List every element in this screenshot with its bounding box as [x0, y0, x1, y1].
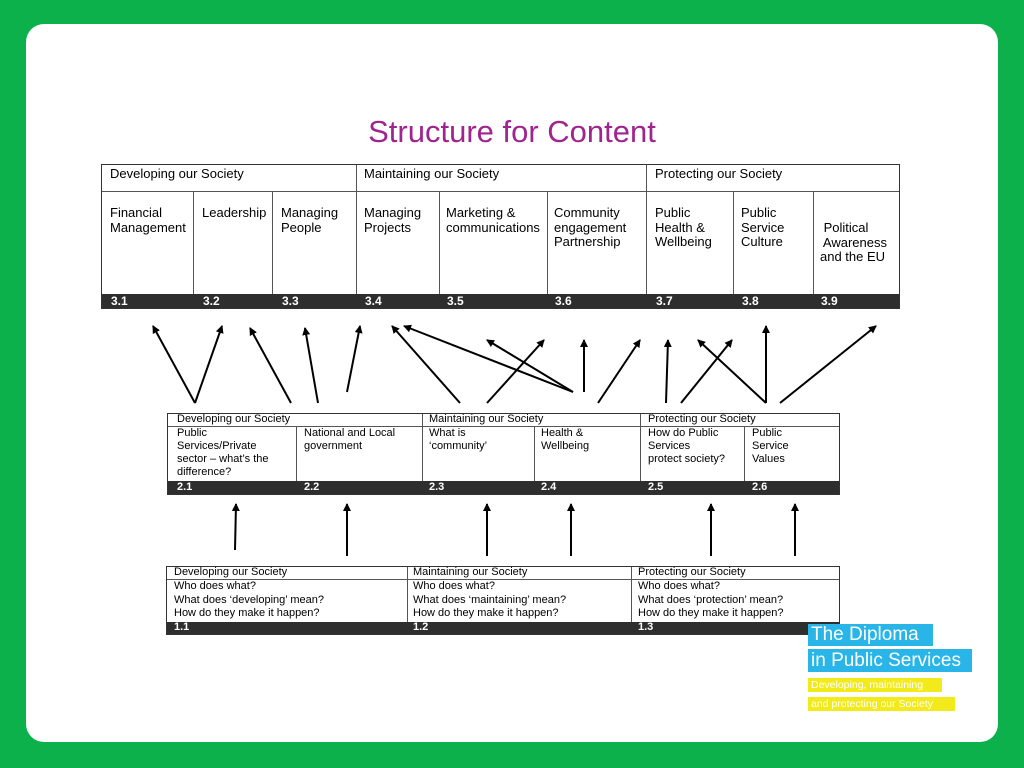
level1-question: Who does what? [174, 580, 256, 592]
level1-unit-number: 1.3 [638, 621, 654, 633]
level2-unit-title: National and Local government [304, 427, 396, 452]
level1-question: Who does what? [638, 580, 720, 592]
level3-unit-title: Public Service Culture [741, 205, 785, 249]
level3-unit-title: Community engagement Partnership [554, 205, 627, 249]
level3-unit-number: 3.9 [821, 294, 838, 308]
level3-section-header: Protecting our Society [655, 166, 783, 181]
level3-unit-title: Managing Projects [364, 205, 422, 235]
level3-unit-title: Leadership [202, 205, 267, 220]
level3-unit-title: Political Awareness and the EU [820, 220, 887, 264]
diploma-logo-tagline1: Developing, maintaining [808, 678, 942, 692]
level2-unit-number: 2.4 [541, 481, 557, 493]
level2-section-header: Protecting our Society [648, 413, 756, 425]
level2-unit-title: Public Service Values [752, 427, 789, 465]
level2-table: Developing our Society Maintaining our So… [167, 413, 840, 495]
level2-section-header: Developing our Society [177, 413, 291, 425]
level3-unit-number: 3.6 [555, 294, 572, 308]
level3-unit-title: Financial Management [110, 205, 186, 235]
level3-unit-number: 3.5 [447, 294, 464, 308]
level3-section-header: Maintaining our Society [364, 166, 500, 181]
level2-unit-title: Health & Wellbeing [541, 427, 590, 452]
diploma-logo-tagline2: and protecting our Society [808, 697, 955, 711]
level1-question: How do they make it happen? [174, 607, 320, 619]
level1-unit-number: 1.1 [174, 621, 190, 633]
level2-unit-number: 2.5 [648, 481, 664, 493]
level1-section-header: Maintaining our Society [413, 566, 528, 578]
level3-table: Developing our Society Maintaining our So… [101, 164, 900, 309]
level1-unit-number: 1.2 [413, 621, 429, 633]
level2-unit-number: 2.2 [304, 481, 320, 493]
level2-unit-number: 2.3 [429, 481, 445, 493]
level3-unit-number: 3.1 [111, 294, 128, 308]
level1-question: What does ‘developing’ mean? [174, 593, 325, 606]
level3-unit-number: 3.4 [365, 294, 382, 308]
level3-unit-title: Marketing & communications [446, 205, 540, 235]
level1-question: What does ‘maintaining’ mean? [413, 593, 567, 606]
level3-unit-number: 3.7 [656, 294, 673, 308]
level2-unit-title: Public Services/Private sector – what’s … [177, 427, 269, 478]
level2-unit-title: What is ‘community’ [429, 427, 488, 452]
level3-section-header: Developing our Society [110, 166, 244, 181]
level1-question: Who does what? [413, 580, 495, 592]
level1-question: How do they make it happen? [638, 607, 784, 619]
level1-question: How do they make it happen? [413, 607, 559, 619]
level3-unit-number: 3.3 [282, 294, 299, 308]
level2-section-header: Maintaining our Society [429, 413, 544, 425]
level3-unit-title: Public Health & Wellbeing [655, 205, 712, 249]
diploma-logo-line1: The Diploma [808, 624, 933, 646]
level2-unit-title: How do Public Services protect society? [648, 427, 726, 465]
page-title: Structure for Content [368, 114, 656, 149]
level2-unit-number: 2.1 [177, 481, 193, 493]
level3-unit-number: 3.2 [203, 294, 220, 308]
level3-unit-number: 3.8 [742, 294, 759, 308]
level1-section-header: Protecting our Society [638, 566, 746, 578]
level3-unit-title: Managing People [281, 205, 339, 235]
diploma-logo-line2: in Public Services [808, 649, 972, 672]
level1-question: What does ‘protection’ mean? [638, 593, 784, 606]
level1-section-header: Developing our Society [174, 566, 288, 578]
level2-unit-number: 2.6 [752, 481, 768, 493]
